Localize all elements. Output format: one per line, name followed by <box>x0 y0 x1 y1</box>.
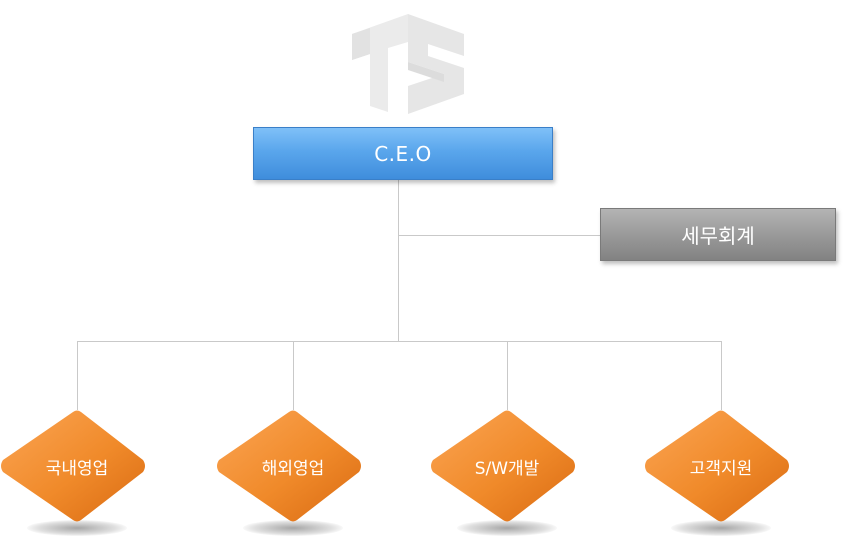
department-node-customer-support: 고객지원 <box>645 408 797 536</box>
node-shadow <box>243 520 343 536</box>
ceo-node: C.E.O <box>253 127 553 180</box>
ts-logo-icon <box>352 14 464 114</box>
tax-accounting-label: 세무회계 <box>681 224 755 248</box>
connector-ceo-down <box>398 180 399 342</box>
department-node-overseas-sales: 해외영업 <box>217 408 369 536</box>
diamond-shape <box>1 410 145 522</box>
connector-dept-4 <box>721 341 722 410</box>
connector-dept-2 <box>293 341 294 410</box>
diamond-shape <box>217 410 361 522</box>
connector-to-staff <box>398 235 600 236</box>
connector-dept-1 <box>77 341 78 410</box>
department-node-domestic-sales: 국내영업 <box>1 408 153 536</box>
department-label: 해외영업 <box>261 458 325 479</box>
node-shadow <box>671 520 771 536</box>
diamond-shape <box>431 410 575 522</box>
node-shadow <box>457 520 557 536</box>
department-node-sw-development: S/W개발 <box>431 408 583 536</box>
node-shadow <box>27 520 127 536</box>
department-label: 고객지원 <box>689 458 753 479</box>
connector-horizontal-bus <box>77 341 722 342</box>
diamond-shape <box>645 410 789 522</box>
connector-dept-3 <box>507 341 508 410</box>
ceo-label: C.E.O <box>374 141 432 166</box>
tax-accounting-node: 세무회계 <box>600 208 836 261</box>
department-label: S/W개발 <box>474 458 540 479</box>
department-label: 국내영업 <box>45 458 109 479</box>
